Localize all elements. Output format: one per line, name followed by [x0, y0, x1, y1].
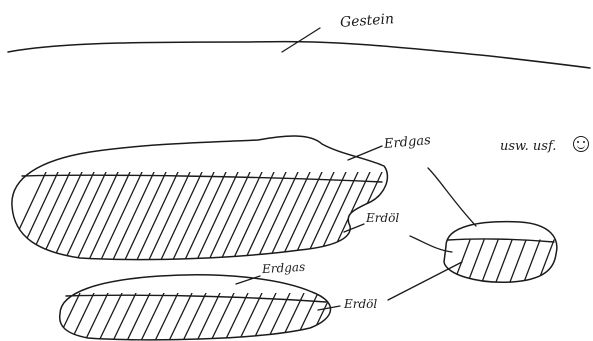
label-erdgas-lower: Erdgas — [262, 261, 306, 275]
small-oil-gas-contact — [448, 239, 554, 242]
erdoel-upper-leader — [344, 224, 364, 232]
label-erdoel-upper: Erdöl — [366, 212, 399, 224]
smiley-left-eye — [577, 141, 579, 143]
small-reservoir-outline — [444, 222, 557, 283]
smiley-icon — [573, 136, 589, 152]
label-usw: usw. usf. — [500, 140, 556, 153]
bottom-reservoir-outline — [60, 275, 331, 340]
erdgas-upper-leader — [348, 146, 382, 160]
large-oil-hatching — [4, 172, 394, 262]
label-erdgas-upper: Erdgas — [384, 134, 432, 151]
large-reservoir-outline — [12, 136, 388, 260]
erdoel-lower-leader — [318, 306, 340, 310]
label-gestein: Gestein — [340, 12, 395, 30]
gestein-leader-line — [282, 28, 320, 52]
smiley-right-eye — [583, 141, 585, 143]
large-oil-gas-contact — [22, 175, 382, 182]
rock-layer-line — [8, 42, 590, 68]
erdoel-lower-connector — [388, 262, 462, 300]
smiley-mouth — [577, 144, 585, 149]
label-erdoel-lower: Erdöl — [344, 298, 377, 310]
erdgas-connector-right — [428, 168, 476, 226]
